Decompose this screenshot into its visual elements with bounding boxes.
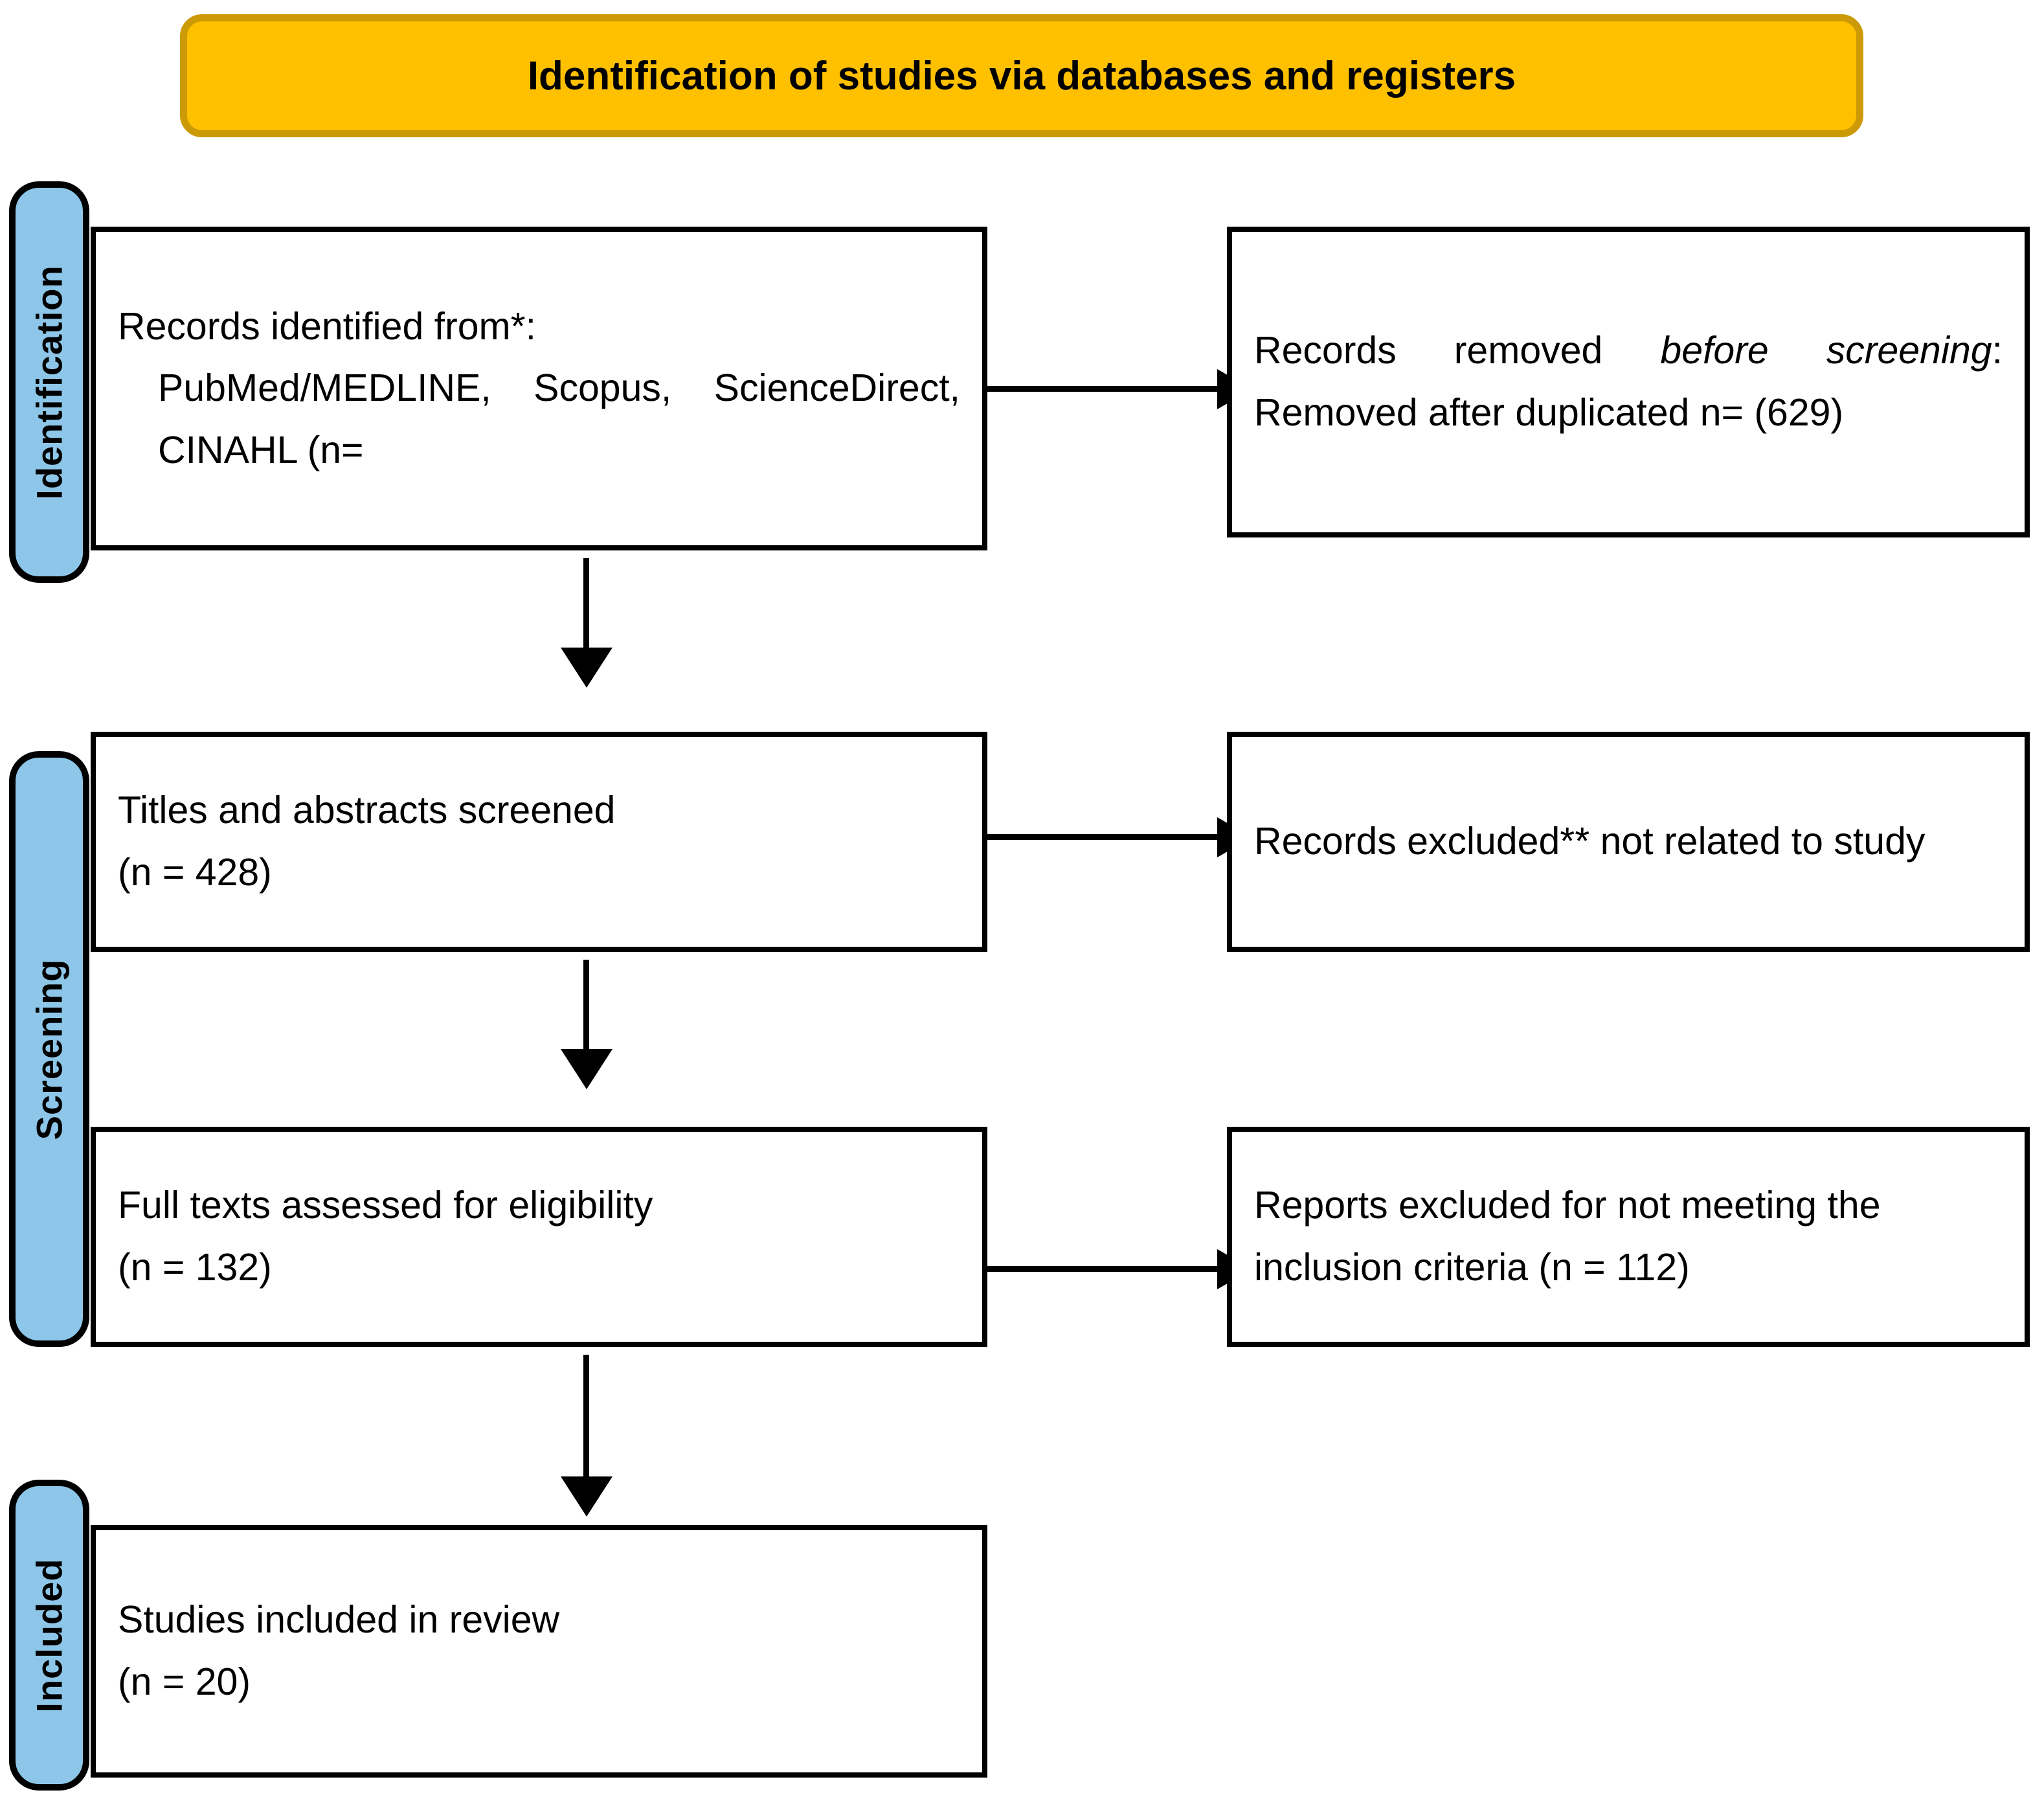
page-title: Identification of studies via databases … xyxy=(527,53,1516,98)
reports-excluded-line1: Reports excluded for not meeting the inc… xyxy=(1254,1184,1881,1289)
titles-screened-line1: Titles and abstracts screened xyxy=(118,789,616,832)
box-records-identified: Records identified from*: PubMed/MEDLINE… xyxy=(91,227,987,550)
connector-identified-to-screened xyxy=(583,558,589,668)
connector-screened-to-excluded xyxy=(987,834,1227,840)
records-excluded-line1: Records excluded** not related to study xyxy=(1254,820,1926,863)
arrowhead-down-row3 xyxy=(561,1476,612,1517)
connector-identified-to-removed xyxy=(987,386,1227,392)
arrowhead-down-row2 xyxy=(561,1049,612,1089)
box-studies-included: Studies included in review (n = 20) xyxy=(91,1525,987,1778)
box-reports-excluded: Reports excluded for not meeting the inc… xyxy=(1227,1127,2030,1347)
connector-fulltexts-to-included xyxy=(583,1355,589,1497)
records-removed-rest: : Removed after duplicated n= (629) xyxy=(1254,329,2003,434)
stage-tab-identification-label: Identification xyxy=(28,264,70,500)
full-texts-line1: Full texts assessed for eligibility xyxy=(118,1184,653,1227)
records-removed-lead: Records removed xyxy=(1254,329,1661,372)
stage-tab-identification: Identification xyxy=(9,181,89,583)
box-full-texts-assessed: Full texts assessed for eligibility (n =… xyxy=(91,1127,987,1347)
arrowhead-down-row1 xyxy=(561,648,612,688)
records-identified-line2: PubMed/MEDLINE, Scopus, ScienceDirect, C… xyxy=(158,367,960,471)
studies-included-line1: Studies included in review xyxy=(118,1598,560,1642)
connector-fulltexts-to-reports-excluded xyxy=(987,1266,1227,1272)
titles-screened-line2: (n = 428) xyxy=(118,851,272,894)
stage-tab-screening-label: Screening xyxy=(28,958,70,1140)
full-texts-line2: (n = 132) xyxy=(118,1246,272,1289)
box-records-excluded: Records excluded** not related to study xyxy=(1227,732,2030,952)
box-records-removed-before-screening: Records removed before screening: Remove… xyxy=(1227,227,2030,537)
studies-included-line2: (n = 20) xyxy=(118,1660,251,1703)
stage-tab-included: Included xyxy=(9,1480,89,1791)
stage-tab-included-label: Included xyxy=(28,1557,70,1713)
records-identified-line1: Records identified from*: xyxy=(118,304,537,348)
records-removed-emphasis: before screening xyxy=(1660,329,1992,372)
stage-tab-screening: Screening xyxy=(9,751,89,1347)
box-titles-abstracts-screened: Titles and abstracts screened (n = 428) xyxy=(91,732,987,952)
records-removed-text: Records removed before screening: Remove… xyxy=(1254,320,2003,444)
connector-screened-to-fulltexts xyxy=(583,960,589,1070)
diagram-header-banner: Identification of studies via databases … xyxy=(180,14,1863,137)
